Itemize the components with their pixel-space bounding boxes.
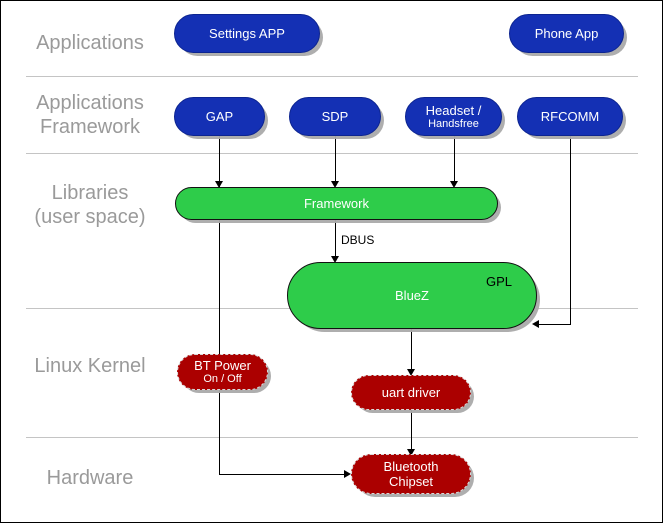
edge-uart-chipset-vertical <box>411 409 412 450</box>
node-bluez[interactable]: GPL BlueZ <box>287 262 537 329</box>
node-bluez-label: BlueZ <box>395 288 429 303</box>
edge-rfcomm-horizontal <box>539 324 571 325</box>
edge-gap-to-framework-arrowhead <box>215 181 223 188</box>
edge-bluez-uart-arrowhead <box>407 369 415 376</box>
node-sdp-label: SDP <box>321 109 349 124</box>
node-phone-app-label: Phone App <box>534 26 599 41</box>
edge-sdp-arrowhead <box>331 181 339 188</box>
edge-headset-arrowhead <box>450 181 458 188</box>
node-rfcomm-label: RFCOMM <box>540 109 600 124</box>
node-bt-power-label-line1: BT Power <box>194 358 251 373</box>
node-bt-power-label-line2: On / Off <box>203 373 242 385</box>
divider-linux-kernel <box>26 437 638 438</box>
edge-dbus-vertical <box>335 219 336 257</box>
node-rfcomm[interactable]: RFCOMM <box>517 97 623 136</box>
node-bluetooth-chipset[interactable]: Bluetooth Chipset <box>351 454 471 494</box>
node-settings-app[interactable]: Settings APP <box>174 14 320 53</box>
node-gap-label: GAP <box>205 109 234 124</box>
layer-label-linux-kernel: Linux Kernel <box>34 355 146 377</box>
node-sdp[interactable]: SDP <box>289 97 381 136</box>
edge-label-dbus: DBUS <box>341 233 375 247</box>
edge-rfcomm-vertical <box>570 136 571 324</box>
node-bluez-license-tag: GPL <box>485 274 512 289</box>
node-bluetooth-chipset-label-line2: Chipset <box>388 474 434 489</box>
edge-dbus-arrowhead <box>331 256 339 263</box>
node-phone-app[interactable]: Phone App <box>509 14 624 53</box>
divider-applications <box>26 76 638 77</box>
edge-sdp-vertical <box>335 136 336 182</box>
node-uart-driver-label: uart driver <box>381 385 441 400</box>
node-settings-app-label: Settings APP <box>209 26 285 41</box>
layer-label-hardware: Hardware <box>46 467 134 489</box>
node-bluetooth-chipset-label-line1: Bluetooth <box>383 459 439 474</box>
node-bt-power[interactable]: BT Power On / Off <box>177 354 268 390</box>
layer-label-applications-framework: Applications Framework <box>36 92 144 138</box>
layer-label-applications: Applications <box>36 32 144 54</box>
edge-headset-vertical <box>454 136 455 182</box>
edge-uart-chipset-arrowhead <box>407 449 415 456</box>
divider-applications-framework <box>26 153 638 154</box>
node-headset-handsfree-label-line1: Headset / <box>425 102 482 118</box>
node-framework-label: Framework <box>303 196 369 211</box>
node-uart-driver[interactable]: uart driver <box>351 375 471 410</box>
node-headset-handsfree-label-line2: Handsfree <box>428 117 479 130</box>
edge-gap-arrowhead <box>344 470 351 478</box>
edge-gap-vertical <box>219 136 220 474</box>
edge-rfcomm-arrowhead <box>532 320 539 328</box>
node-gap[interactable]: GAP <box>174 97 265 136</box>
edge-bluez-uart-vertical <box>411 328 412 370</box>
edge-gap-horizontal <box>219 474 344 475</box>
node-framework[interactable]: Framework <box>175 187 498 220</box>
node-headset-handsfree[interactable]: Headset / Handsfree <box>405 97 502 136</box>
layer-label-libraries: Libraries (user space) <box>34 182 146 228</box>
